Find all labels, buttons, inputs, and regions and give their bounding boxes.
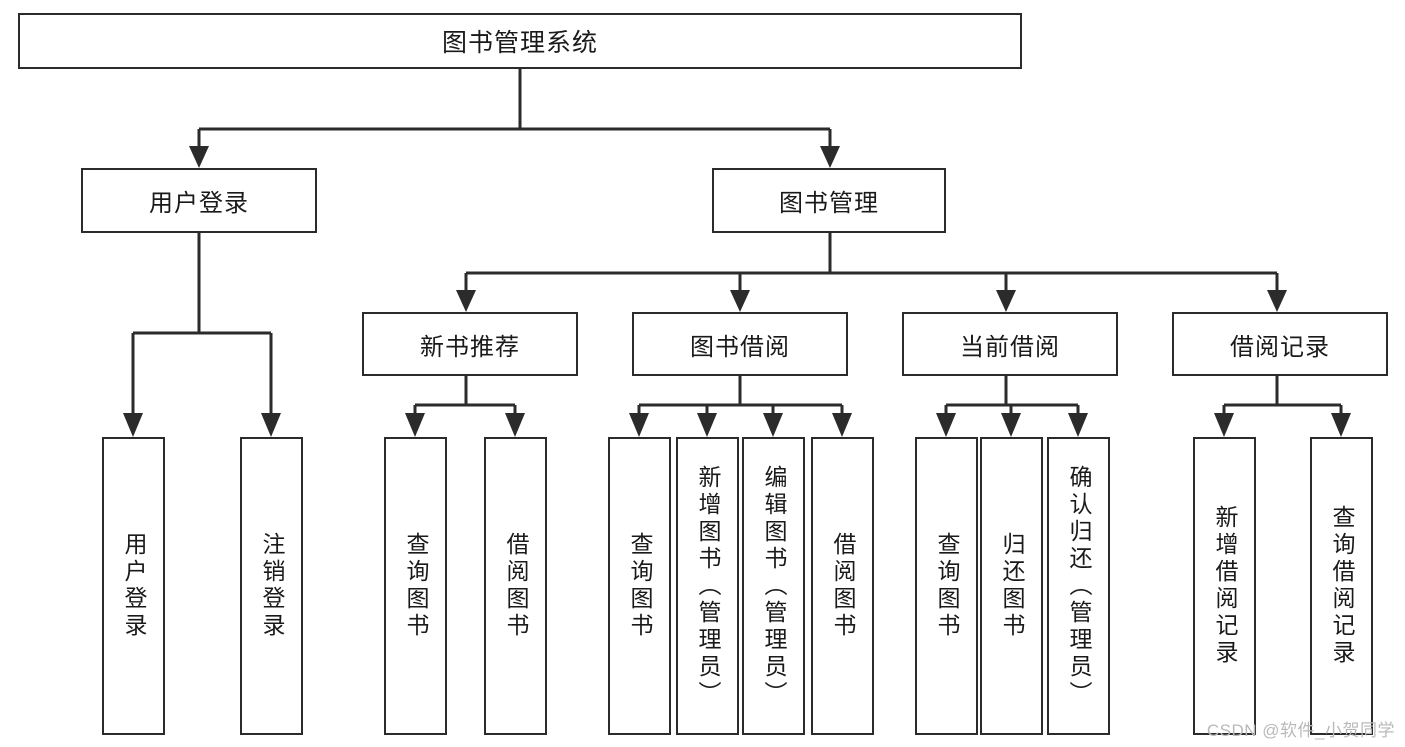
node-book-borrow-label: 图书借阅 bbox=[690, 333, 790, 361]
arrow-user-login bbox=[189, 146, 209, 168]
arrow-leaf-borrow-book-1 bbox=[505, 413, 525, 437]
leaf-query-record-label: 查询借阅记录 bbox=[1329, 505, 1355, 667]
node-book-manage-label: 图书管理 bbox=[779, 190, 879, 217]
arrow-new-book-rec bbox=[456, 290, 476, 312]
arrow-current-borrow bbox=[996, 290, 1016, 312]
leaf-query-book-1-label: 查询图书 bbox=[403, 532, 429, 640]
arrow-leaf-add-record bbox=[1214, 413, 1234, 437]
arrow-leaf-borrow-book-2 bbox=[832, 413, 852, 437]
node-root-label: 图书管理系统 bbox=[441, 29, 598, 57]
leaf-borrow-book-2-label: 借阅图书 bbox=[830, 532, 856, 640]
arrow-leaf-add-book bbox=[697, 413, 717, 437]
node-new-book-rec-label: 新书推荐 bbox=[420, 333, 520, 361]
leaf-borrow-book-2[interactable]: 借阅图书 bbox=[811, 437, 874, 735]
arrow-borrow-record bbox=[1267, 290, 1287, 312]
arrow-leaf-user-login bbox=[123, 413, 143, 437]
arrow-leaf-query-record bbox=[1331, 413, 1351, 437]
arrow-leaf-return-book bbox=[1001, 413, 1021, 437]
leaf-add-record[interactable]: 新增借阅记录 bbox=[1193, 437, 1256, 735]
node-book-borrow[interactable]: 图书借阅 bbox=[632, 312, 848, 376]
leaf-user-login[interactable]: 用户登录 bbox=[102, 437, 165, 735]
arrow-leaf-edit-book bbox=[763, 413, 783, 437]
leaf-borrow-book-1-label: 借阅图书 bbox=[503, 532, 529, 640]
node-current-borrow[interactable]: 当前借阅 bbox=[902, 312, 1118, 376]
arrow-book-borrow bbox=[730, 290, 750, 312]
leaf-return-book[interactable]: 归还图书 bbox=[980, 437, 1043, 735]
node-user-login-label: 用户登录 bbox=[149, 190, 249, 217]
leaf-logout-label: 注销登录 bbox=[259, 532, 285, 640]
node-user-login[interactable]: 用户登录 bbox=[81, 168, 317, 233]
leaf-logout[interactable]: 注销登录 bbox=[240, 437, 303, 735]
leaf-user-login-label: 用户登录 bbox=[121, 532, 147, 640]
arrow-leaf-query-book-3 bbox=[936, 413, 956, 437]
leaf-borrow-book-1[interactable]: 借阅图书 bbox=[484, 437, 547, 735]
leaf-add-book-label: 新增图书（管理员） bbox=[695, 464, 721, 708]
leaf-edit-book[interactable]: 编辑图书（管理员） bbox=[742, 437, 805, 735]
node-current-borrow-label: 当前借阅 bbox=[960, 333, 1060, 361]
arrow-leaf-query-book-1 bbox=[405, 413, 425, 437]
leaf-add-book[interactable]: 新增图书（管理员） bbox=[676, 437, 739, 735]
arrow-leaf-query-book-2 bbox=[629, 413, 649, 437]
node-new-book-rec[interactable]: 新书推荐 bbox=[362, 312, 578, 376]
leaf-query-book-1[interactable]: 查询图书 bbox=[384, 437, 447, 735]
leaf-confirm-return[interactable]: 确认归还（管理员） bbox=[1047, 437, 1110, 735]
node-book-manage[interactable]: 图书管理 bbox=[712, 168, 946, 233]
arrow-leaf-logout bbox=[261, 413, 281, 437]
arrow-book-manage bbox=[820, 146, 840, 168]
node-root[interactable]: 图书管理系统 bbox=[18, 13, 1022, 69]
leaf-confirm-return-label: 确认归还（管理员） bbox=[1066, 464, 1092, 708]
leaf-return-book-label: 归还图书 bbox=[999, 532, 1025, 640]
arrow-leaf-confirm-return bbox=[1068, 413, 1088, 437]
node-borrow-record-label: 借阅记录 bbox=[1230, 333, 1330, 361]
leaf-query-book-2-label: 查询图书 bbox=[627, 532, 653, 640]
node-borrow-record[interactable]: 借阅记录 bbox=[1172, 312, 1388, 376]
leaf-query-book-2[interactable]: 查询图书 bbox=[608, 437, 671, 735]
leaf-query-book-3[interactable]: 查询图书 bbox=[915, 437, 978, 735]
leaf-edit-book-label: 编辑图书（管理员） bbox=[761, 464, 787, 708]
leaf-query-record[interactable]: 查询借阅记录 bbox=[1310, 437, 1373, 735]
leaf-query-book-3-label: 查询图书 bbox=[934, 532, 960, 640]
leaf-add-record-label: 新增借阅记录 bbox=[1212, 505, 1238, 667]
